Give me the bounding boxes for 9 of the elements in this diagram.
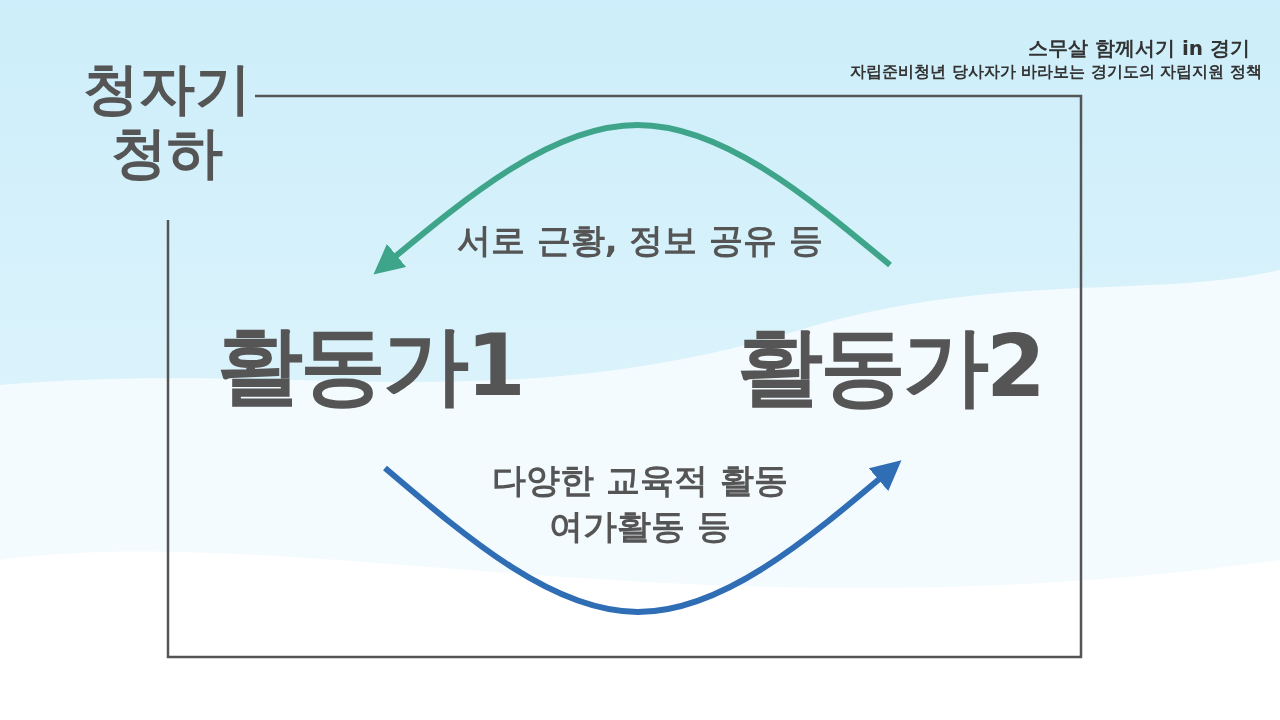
node-label: 활동가2: [737, 315, 1043, 418]
curved-arrow: [373, 122, 892, 275]
frame-title: 청자기 청하: [82, 57, 252, 186]
header-text: 스무살 함께서기 in 경기: [1028, 35, 1250, 62]
curved-arrow: [383, 460, 902, 615]
edge-label: 다양한 교육적 활동 여가활동 등: [491, 459, 789, 548]
node-label: 활동가1: [217, 314, 523, 417]
header-text: 자립준비청년 당사자가 바라보는 경기도의 자립지원 정책: [850, 62, 1262, 83]
edge-label: 서로 근황, 정보 공유 등: [455, 219, 825, 262]
